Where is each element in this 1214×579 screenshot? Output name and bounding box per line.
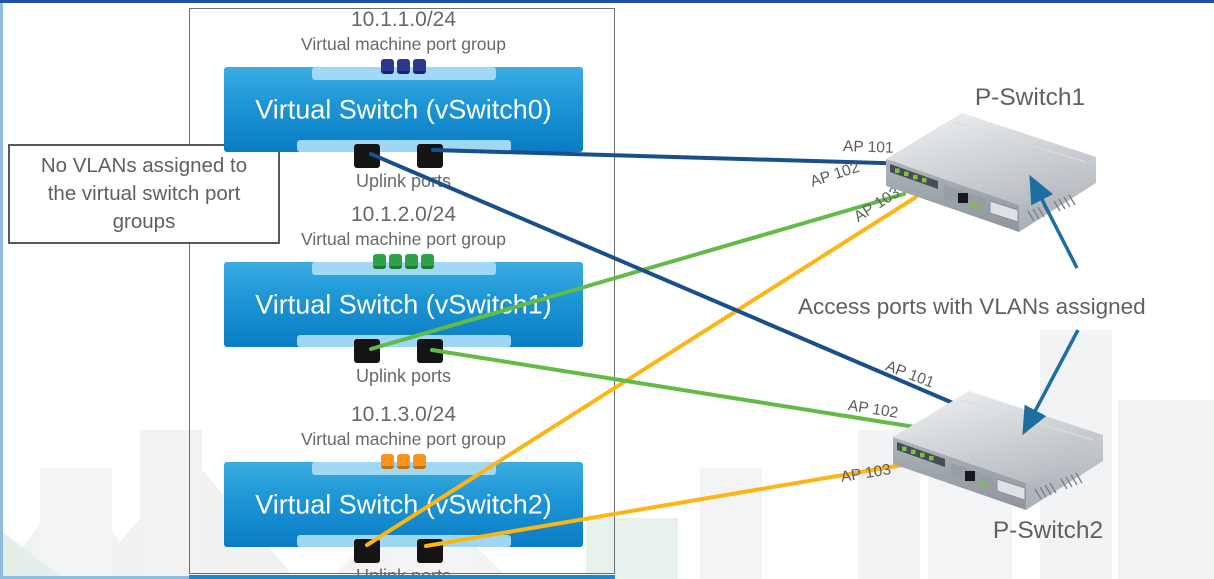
subnet-label: 10.1.3.0/24 bbox=[350, 403, 457, 426]
ap-label: AP 101 bbox=[883, 357, 937, 392]
vswitch2-group: 10.1.3.0/24 Virtual machine port group V… bbox=[224, 403, 583, 579]
vm-port-icons bbox=[224, 254, 583, 269]
vswitch-title: Virtual Switch (vSwitch1) bbox=[255, 289, 552, 319]
physical-switch2-image bbox=[893, 391, 1103, 513]
top-border-bar bbox=[0, 0, 1214, 3]
access-ports-note: Access ports with VLANs assigned bbox=[798, 294, 1146, 319]
vswitch0-group: 10.1.1.0/24 Virtual machine port group V… bbox=[224, 8, 583, 214]
port-group-label: Virtual machine port group bbox=[301, 429, 506, 449]
physical-switch1-image bbox=[886, 113, 1096, 235]
bottom-border-bar bbox=[189, 575, 615, 579]
subnet-label: 10.1.2.0/24 bbox=[350, 203, 457, 226]
port-group-label: Virtual machine port group bbox=[301, 229, 506, 249]
port-strip-bottom bbox=[297, 335, 511, 347]
vm-port-icon bbox=[397, 59, 410, 74]
subnet-label: 10.1.1.0/24 bbox=[350, 8, 457, 31]
vswitch-title: Virtual Switch (vSwitch2) bbox=[255, 489, 552, 519]
vm-port-icon bbox=[389, 254, 402, 269]
vswitch-box: Virtual Switch (vSwitch0) bbox=[224, 67, 583, 152]
ap-label: AP 102 bbox=[846, 397, 900, 422]
vm-port-icon bbox=[373, 254, 386, 269]
vm-port-icon bbox=[413, 59, 426, 74]
vswitch-title: Virtual Switch (vSwitch0) bbox=[255, 94, 552, 124]
note-text: No VLANs assigned to the virtual switch … bbox=[40, 153, 248, 234]
note-box: No VLANs assigned to the virtual switch … bbox=[8, 144, 280, 244]
port-group-label: Virtual machine port group bbox=[301, 34, 506, 54]
ap-label: AP 103 bbox=[839, 461, 893, 486]
vswitch-box: Virtual Switch (vSwitch1) bbox=[224, 262, 583, 347]
ap-label: AP 102 bbox=[808, 158, 862, 191]
vswitch1-group: 10.1.2.0/24 Virtual machine port group V… bbox=[224, 203, 583, 409]
vswitch-box: Virtual Switch (vSwitch2) bbox=[224, 462, 583, 547]
vm-port-icon bbox=[421, 254, 434, 269]
port-strip-bottom bbox=[297, 140, 511, 152]
pswitch2-label: P-Switch2 bbox=[992, 517, 1104, 544]
uplink-port-icon bbox=[354, 144, 380, 168]
port-strip-bottom bbox=[297, 535, 511, 547]
vm-port-icon bbox=[405, 254, 418, 269]
left-border-edge bbox=[0, 2, 3, 579]
pswitch1-label: P-Switch1 bbox=[974, 84, 1086, 111]
uplink-port-icon bbox=[354, 339, 380, 363]
vm-port-icons bbox=[224, 59, 583, 74]
uplink-ports-label: Uplink ports bbox=[355, 366, 452, 386]
vm-port-icon bbox=[381, 59, 394, 74]
uplink-port-icon bbox=[417, 539, 443, 563]
vm-port-icon bbox=[413, 454, 426, 469]
vm-port-icons bbox=[224, 454, 583, 469]
vm-port-icon bbox=[397, 454, 410, 469]
uplink-port-icon bbox=[354, 539, 380, 563]
uplink-port-icon bbox=[417, 144, 443, 168]
uplink-port-icon bbox=[417, 339, 443, 363]
vm-port-icon bbox=[381, 454, 394, 469]
uplink-ports-label: Uplink ports bbox=[355, 171, 452, 191]
